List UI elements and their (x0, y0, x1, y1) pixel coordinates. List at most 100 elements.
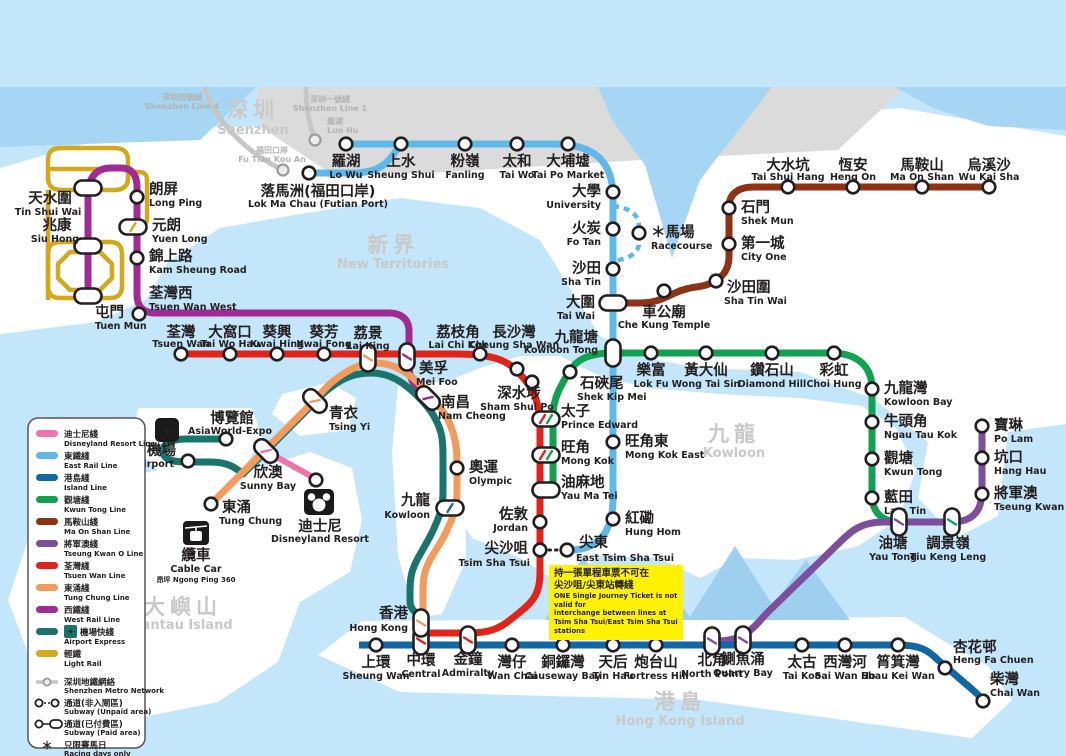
station-label-zh: 屯門 (95, 303, 124, 321)
line-light-rail (45, 239, 125, 301)
station-label-zh: 荔景 (353, 324, 383, 342)
station-label-en: Fortress Hill (623, 671, 688, 682)
station-label-en: Lok Ma Chau (Futian Port) (248, 199, 388, 210)
station-label-zh: 上環 (362, 654, 391, 671)
station-label-en: Shek Kip Mei (577, 392, 647, 403)
station-label-en: Hong Kong (349, 623, 408, 634)
station-label-en: Tin Hau (593, 671, 634, 682)
station-label-zh: 金鐘 (453, 650, 483, 668)
station-lok-ma-chau-futian-port[interactable]: 落馬洲(福田口岸)Lok Ma Chau (Futian Port) (248, 165, 388, 210)
station-label-en: Mong Kok East (625, 450, 705, 461)
station-label-en: Tai Koo (783, 671, 822, 682)
station-label-en: Causeway Bay (525, 671, 602, 682)
station-label-en: Che Kung Temple (618, 320, 710, 331)
svg-text:西鐵綫: 西鐵綫 (64, 605, 90, 616)
station-label-en: Yau Tong (868, 552, 917, 563)
